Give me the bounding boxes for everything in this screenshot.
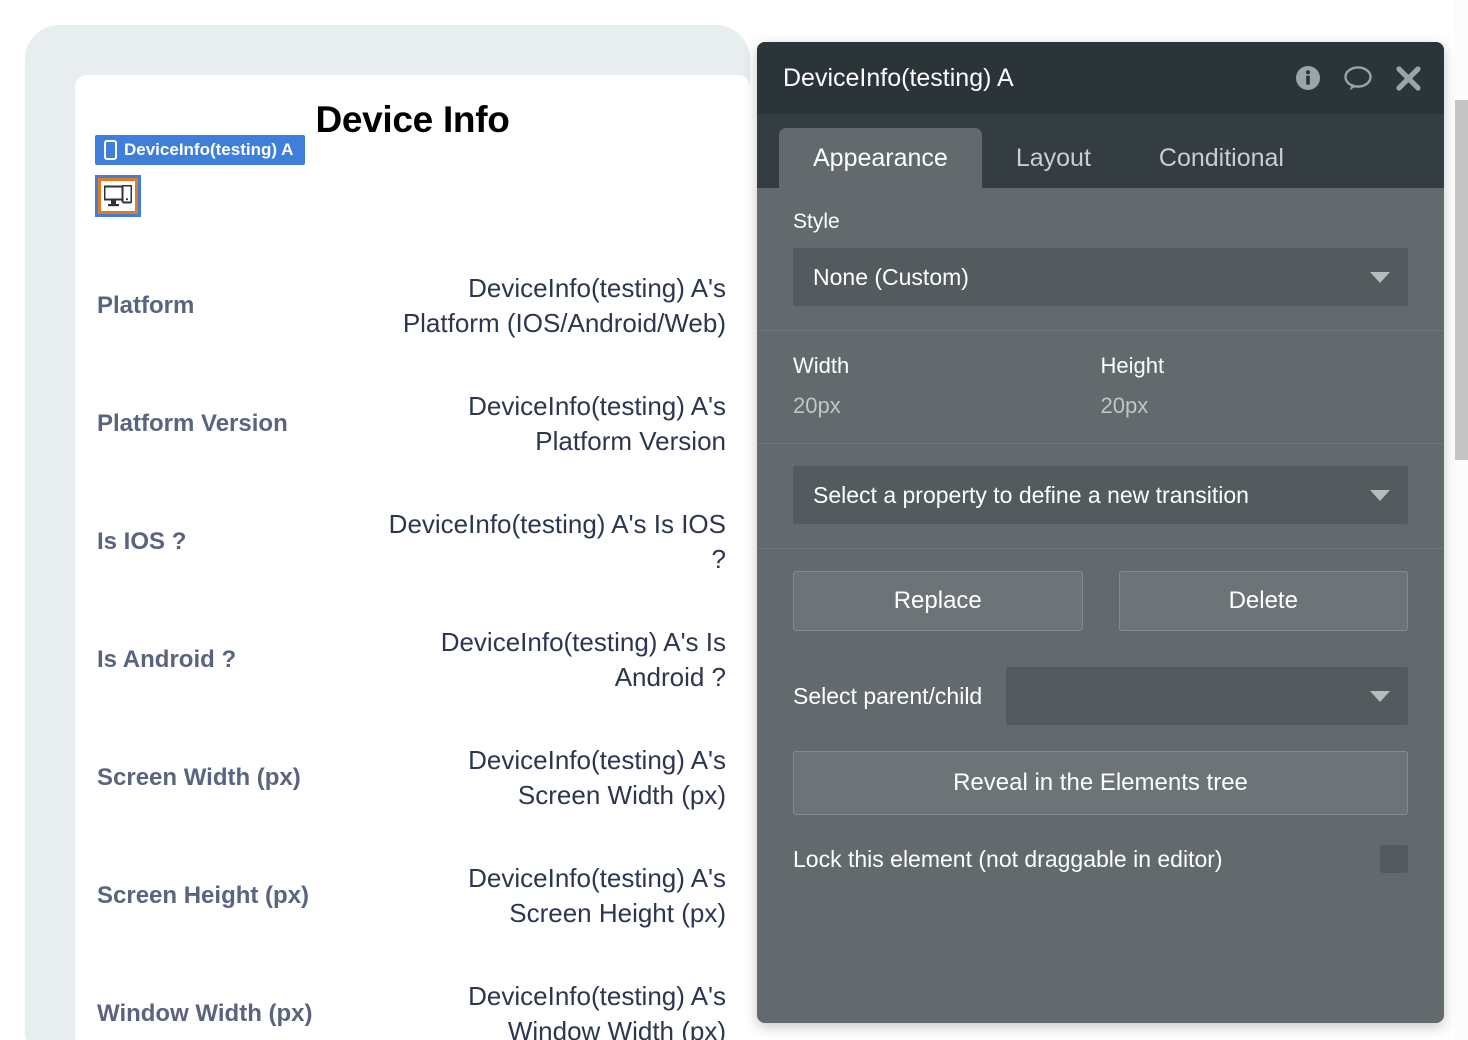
row-value: DeviceInfo(testing) A's Is IOS ? [388,508,726,574]
selection-badge[interactable]: DeviceInfo(testing) A [95,135,306,165]
replace-button[interactable]: Replace [793,571,1083,631]
table-row: Platform Version DeviceInfo(testing) A's… [75,365,750,483]
delete-button[interactable]: Delete [1118,571,1408,631]
style-label: Style [793,210,840,233]
table-row: Is IOS ? DeviceInfo(testing) A's Is IOS … [75,483,750,601]
row-label: Window Width (px) [97,1000,313,1028]
device-preview-screen: Device Info DeviceInfo(testing) A [75,75,750,1040]
row-value: DeviceInfo(testing) A's Is Android ? [440,626,726,692]
table-row: Window Width (px) DeviceInfo(testing) A'… [75,955,750,1040]
phone-icon [104,140,117,160]
style-dropdown[interactable]: None (Custom) [793,248,1408,306]
width-field: Width 20px [793,353,1101,419]
device-preview-frame: Device Info DeviceInfo(testing) A [25,25,750,1040]
close-icon[interactable] [1395,65,1422,92]
info-icon[interactable] [1295,65,1321,91]
height-value[interactable]: 20px [1100,393,1149,418]
row-value: DeviceInfo(testing) A's Platform Version [468,390,726,456]
dimensions-section: Width 20px Height 20px [757,330,1444,443]
selected-element-icon-wrapper[interactable] [95,175,141,217]
page-title: Device Info [315,99,510,140]
selection-badge-label: DeviceInfo(testing) A [124,140,294,159]
height-label: Height [1100,353,1165,378]
tab-layout[interactable]: Layout [1015,143,1091,172]
transition-section: Select a property to define a new transi… [757,443,1444,548]
chevron-down-icon [1370,271,1390,283]
device-monitor-icon [98,178,138,214]
style-dropdown-value: None (Custom) [813,263,969,290]
row-label: Platform Version [97,410,288,438]
parent-child-row: Select parent/child [793,667,1408,725]
chevron-down-icon [1370,690,1390,702]
lock-element-checkbox[interactable] [1380,845,1408,873]
panel-header: DeviceInfo(testing) A [757,42,1444,114]
panel-title: DeviceInfo(testing) A [783,63,1014,92]
property-editor-panel: DeviceInfo(testing) A [757,42,1444,1023]
table-row: Platform DeviceInfo(testing) A's Platfor… [75,247,750,365]
page-scrollbar-track[interactable] [1455,0,1468,1040]
row-label: Is IOS ? [97,528,187,556]
width-label: Width [793,353,850,378]
tab-conditional[interactable]: Conditional [1158,143,1284,172]
style-section: Style None (Custom) [757,188,1444,330]
lock-element-row: Lock this element (not draggable in edit… [793,845,1408,873]
row-value: DeviceInfo(testing) A's Window Width (px… [468,980,726,1040]
chevron-down-icon [1370,489,1390,501]
panel-tabs: Appearance Layout Conditional [757,114,1444,188]
row-value: DeviceInfo(testing) A's Platform (IOS/An… [402,272,726,338]
lock-element-label: Lock this element (not draggable in edit… [793,845,1223,872]
row-label: Screen Height (px) [97,882,310,910]
row-value: DeviceInfo(testing) A's Screen Width (px… [468,744,726,810]
row-label: Is Android ? [97,646,237,674]
row-label: Platform [97,292,195,320]
row-value: DeviceInfo(testing) A's Screen Height (p… [468,862,726,928]
table-row: Screen Width (px) DeviceInfo(testing) A'… [75,719,750,837]
transition-dropdown-value: Select a property to define a new transi… [813,481,1249,508]
actions-section: Replace Delete Select parent/child Revea… [757,548,1444,897]
row-label: Screen Width (px) [97,764,301,792]
comment-icon[interactable] [1343,65,1373,92]
panel-header-icons [1295,65,1422,92]
table-row: Screen Height (px) DeviceInfo(testing) A… [75,837,750,955]
reveal-in-elements-tree-button[interactable]: Reveal in the Elements tree [793,751,1408,815]
width-value[interactable]: 20px [793,393,841,418]
parent-child-label: Select parent/child [793,682,983,709]
tab-appearance[interactable]: Appearance [779,128,982,188]
transition-dropdown[interactable]: Select a property to define a new transi… [793,466,1408,524]
device-info-rows: Platform DeviceInfo(testing) A's Platfor… [75,247,750,1040]
page-scrollbar-thumb[interactable] [1455,100,1468,460]
parent-child-dropdown[interactable] [1006,667,1408,725]
height-field: Height 20px [1101,353,1409,419]
table-row: Is Android ? DeviceInfo(testing) A's Is … [75,601,750,719]
